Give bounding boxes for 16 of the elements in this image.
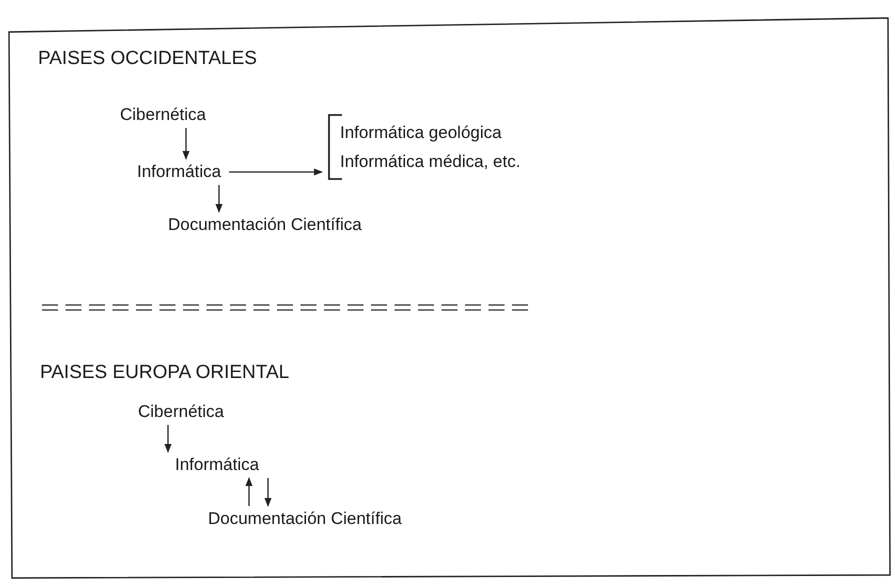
list-item: Informática médica, etc.: [340, 151, 520, 173]
arrow: [164, 425, 172, 453]
list-item: Informática geológica: [340, 122, 503, 144]
term-text: Cibernética: [120, 105, 206, 125]
section-heading: PAISES OCCIDENTALES: [38, 48, 257, 70]
arrow: [264, 478, 272, 507]
term-text: Informática: [137, 162, 222, 182]
term-text: Informática: [175, 455, 260, 475]
arrow: [215, 185, 223, 213]
term-text: Documentación Científica: [208, 509, 402, 529]
section-heading: PAISES EUROPA ORIENTAL: [40, 362, 290, 384]
arrow: [182, 128, 190, 160]
term-text: Documentación Científica: [168, 215, 362, 235]
term-text: Cibernética: [138, 402, 224, 422]
arrow: [245, 477, 253, 506]
arrow: [229, 168, 323, 176]
